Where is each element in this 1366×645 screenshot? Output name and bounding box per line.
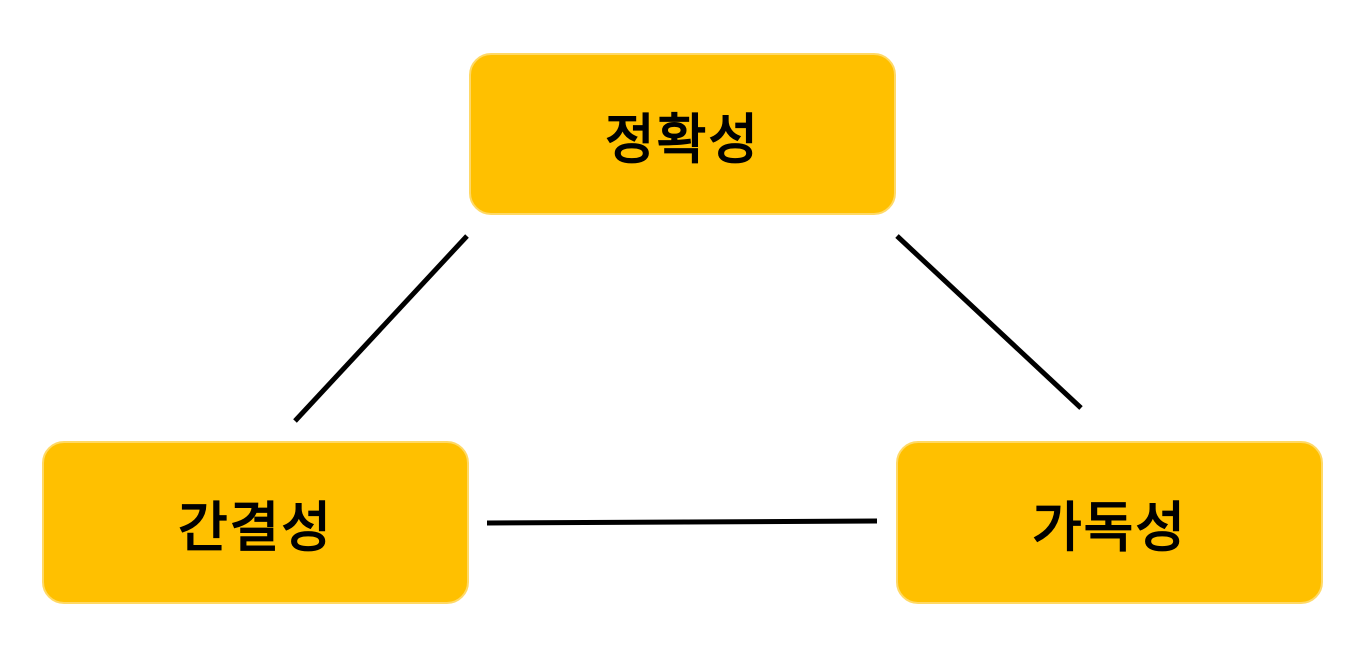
node-accuracy: 정확성 <box>469 53 896 215</box>
node-readability-label: 가독성 <box>1031 496 1188 559</box>
connector-top-right <box>895 234 1083 410</box>
node-conciseness: 간결성 <box>42 441 469 604</box>
connector-top-left <box>293 234 469 423</box>
node-accuracy-label: 정확성 <box>604 107 761 171</box>
connector-left-right <box>486 518 878 526</box>
node-conciseness-label: 간결성 <box>177 496 334 559</box>
node-readability: 가독성 <box>896 441 1323 604</box>
